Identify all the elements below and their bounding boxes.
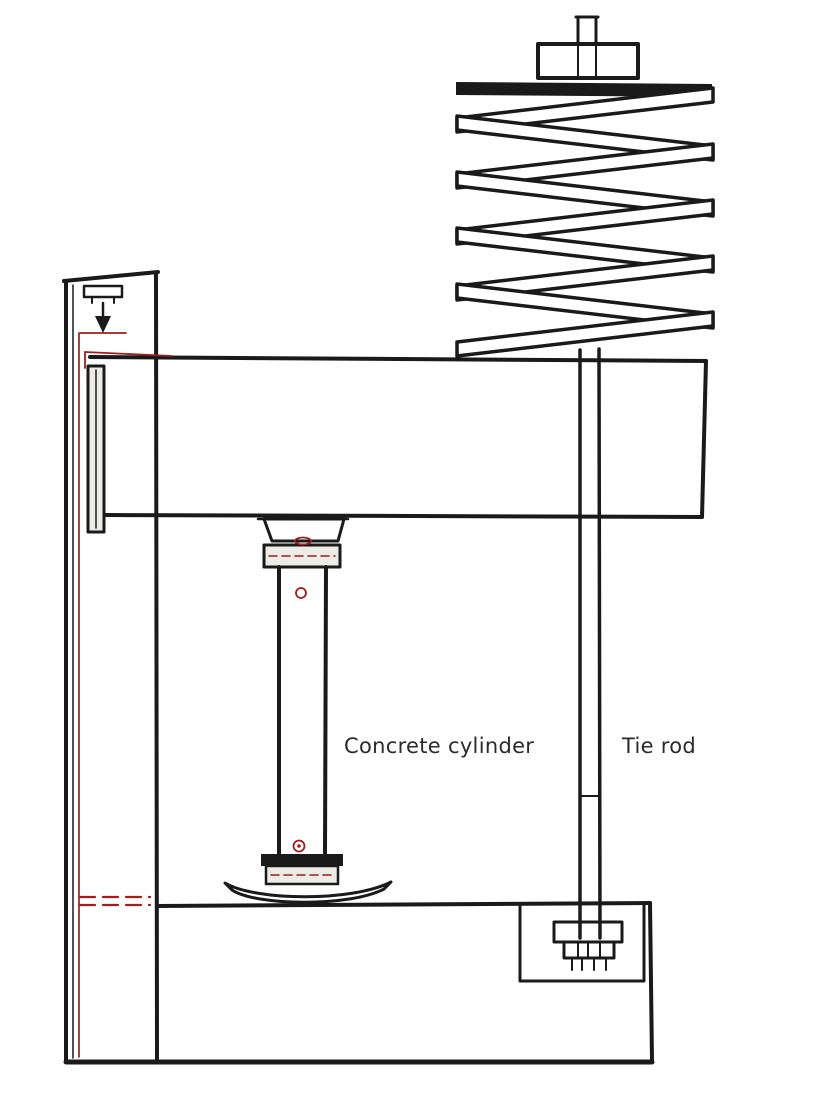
tie-rod [578, 347, 602, 940]
lever-beam-outline [86, 355, 708, 534]
labels: Concrete cylinder Tie rod [344, 734, 696, 758]
spring-slat [455, 170, 715, 218]
beam-left-red-accent-top [84, 351, 173, 357]
spring-slat [455, 114, 715, 162]
load-bracket [82, 284, 124, 304]
anchor-hatch-marks [571, 957, 607, 971]
base-right-edge [648, 901, 654, 1063]
bolt-stem [574, 15, 600, 46]
beam-right-end [700, 359, 708, 519]
beam-body [92, 357, 705, 521]
tie-rod-anchor [552, 920, 624, 971]
cylinder-right-wall [323, 565, 328, 857]
spring-slat [455, 310, 715, 358]
beam-bottom-edge [104, 513, 704, 519]
spring-slat [455, 282, 715, 330]
bolt-flange [536, 42, 640, 80]
bottom-gauge-point-dot [297, 844, 301, 848]
base-frame [63, 901, 655, 1065]
spring-assembly [455, 15, 715, 358]
bracket-legs [91, 296, 115, 304]
upper-platen [262, 517, 346, 543]
anchor-recess-box [518, 902, 646, 983]
specimen-assembly [223, 517, 393, 904]
beam-top-edge [88, 355, 708, 363]
anchor-nut-threads [577, 941, 601, 959]
left-column [62, 270, 160, 1063]
lower-platen-black [261, 854, 343, 866]
concrete-cylinder-label: Concrete cylinder [344, 734, 534, 758]
tie-rod-right-line [597, 347, 602, 940]
spring-top-plate [456, 82, 712, 97]
top-bolt [536, 15, 640, 80]
lever-beam [92, 357, 705, 521]
spring-coils [455, 86, 715, 358]
column-right-edge [154, 271, 159, 1062]
bottom-gauge-point-marker [292, 839, 306, 853]
spring-slat [455, 226, 715, 274]
load-arrow-icon [95, 301, 111, 333]
bolt-stem-inner [577, 45, 597, 79]
base-dish [223, 880, 393, 904]
tie-rod-label: Tie rod [621, 734, 696, 758]
column-cap [62, 270, 160, 283]
reference-lines [78, 332, 173, 1058]
alignment-ellipse-marker [294, 536, 312, 546]
top-gauge-point-marker [295, 587, 307, 599]
arrow-head [95, 316, 111, 333]
base-top-edge [155, 901, 652, 908]
bracket-plate [82, 284, 124, 299]
